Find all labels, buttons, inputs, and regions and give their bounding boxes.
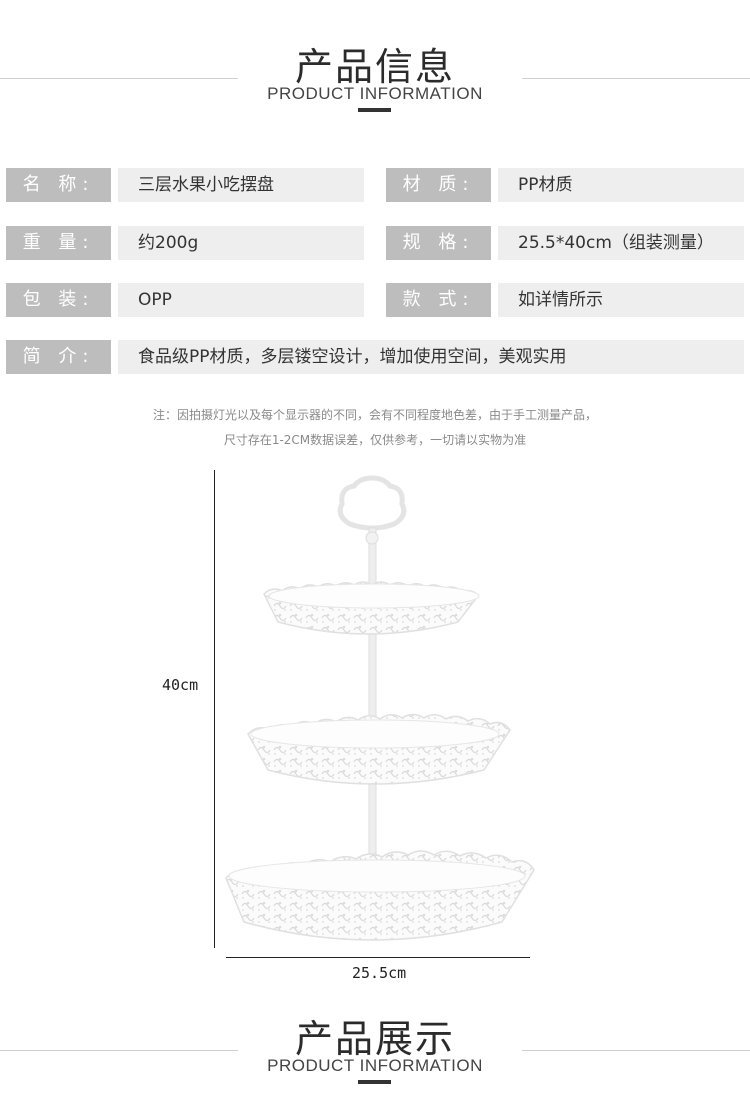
info-value-intro: 食品级PP材质，多层镂空设计，增加使用空间，美观实用 — [118, 340, 744, 374]
section-title-cn: 产品信息 — [294, 45, 455, 89]
info-label-weight: 重 量: — [6, 226, 111, 260]
info-value-spec: 25.5*40cm（组装测量） — [498, 226, 744, 260]
height-dimension-label: 40cm — [162, 676, 199, 694]
width-dimension-line — [226, 957, 530, 958]
info-label-package: 包 装: — [6, 283, 111, 317]
section-title-en: PRODUCT INFORMATION — [267, 84, 483, 103]
header-rule-right — [522, 78, 750, 79]
footer-title-cn: 产品展示 — [294, 1017, 455, 1061]
header-rule-left — [0, 78, 238, 79]
info-label-spec: 规 格: — [386, 226, 491, 260]
info-value-name: 三层水果小吃摆盘 — [118, 168, 364, 202]
tray-top — [263, 581, 480, 635]
disclaimer-line-2: 尺寸存在1-2CM数据误差，仅供参考，一切请以实物为准 — [223, 433, 527, 447]
width-dimension-label: 25.5cm — [352, 964, 407, 982]
section-title-bar — [358, 108, 391, 112]
info-label-name: 名 称: — [6, 168, 111, 202]
tray-bottom — [225, 850, 535, 941]
info-label-intro: 简 介: — [6, 340, 111, 374]
info-value-material: PP材质 — [498, 168, 744, 202]
info-value-package: OPP — [118, 283, 364, 317]
footer-rule-left — [0, 1050, 238, 1051]
info-value-style: 如详情所示 — [498, 283, 744, 317]
info-label-material: 材 质: — [386, 168, 491, 202]
footer-title-en: PRODUCT INFORMATION — [267, 1056, 483, 1075]
height-dimension-line — [214, 470, 215, 948]
footer-title-bar — [358, 1080, 391, 1084]
disclaimer-line-1: 注：因拍摄灯光以及每个显示器的不同，会有不同程度地色差，由于手工测量产品， — [152, 408, 597, 422]
tray-middle — [247, 713, 511, 785]
center-pole — [368, 527, 377, 859]
info-value-weight: 约200g — [118, 226, 364, 260]
info-label-style: 款 式: — [386, 283, 491, 317]
handle-ring — [337, 475, 407, 531]
footer-rule-right — [522, 1050, 750, 1051]
